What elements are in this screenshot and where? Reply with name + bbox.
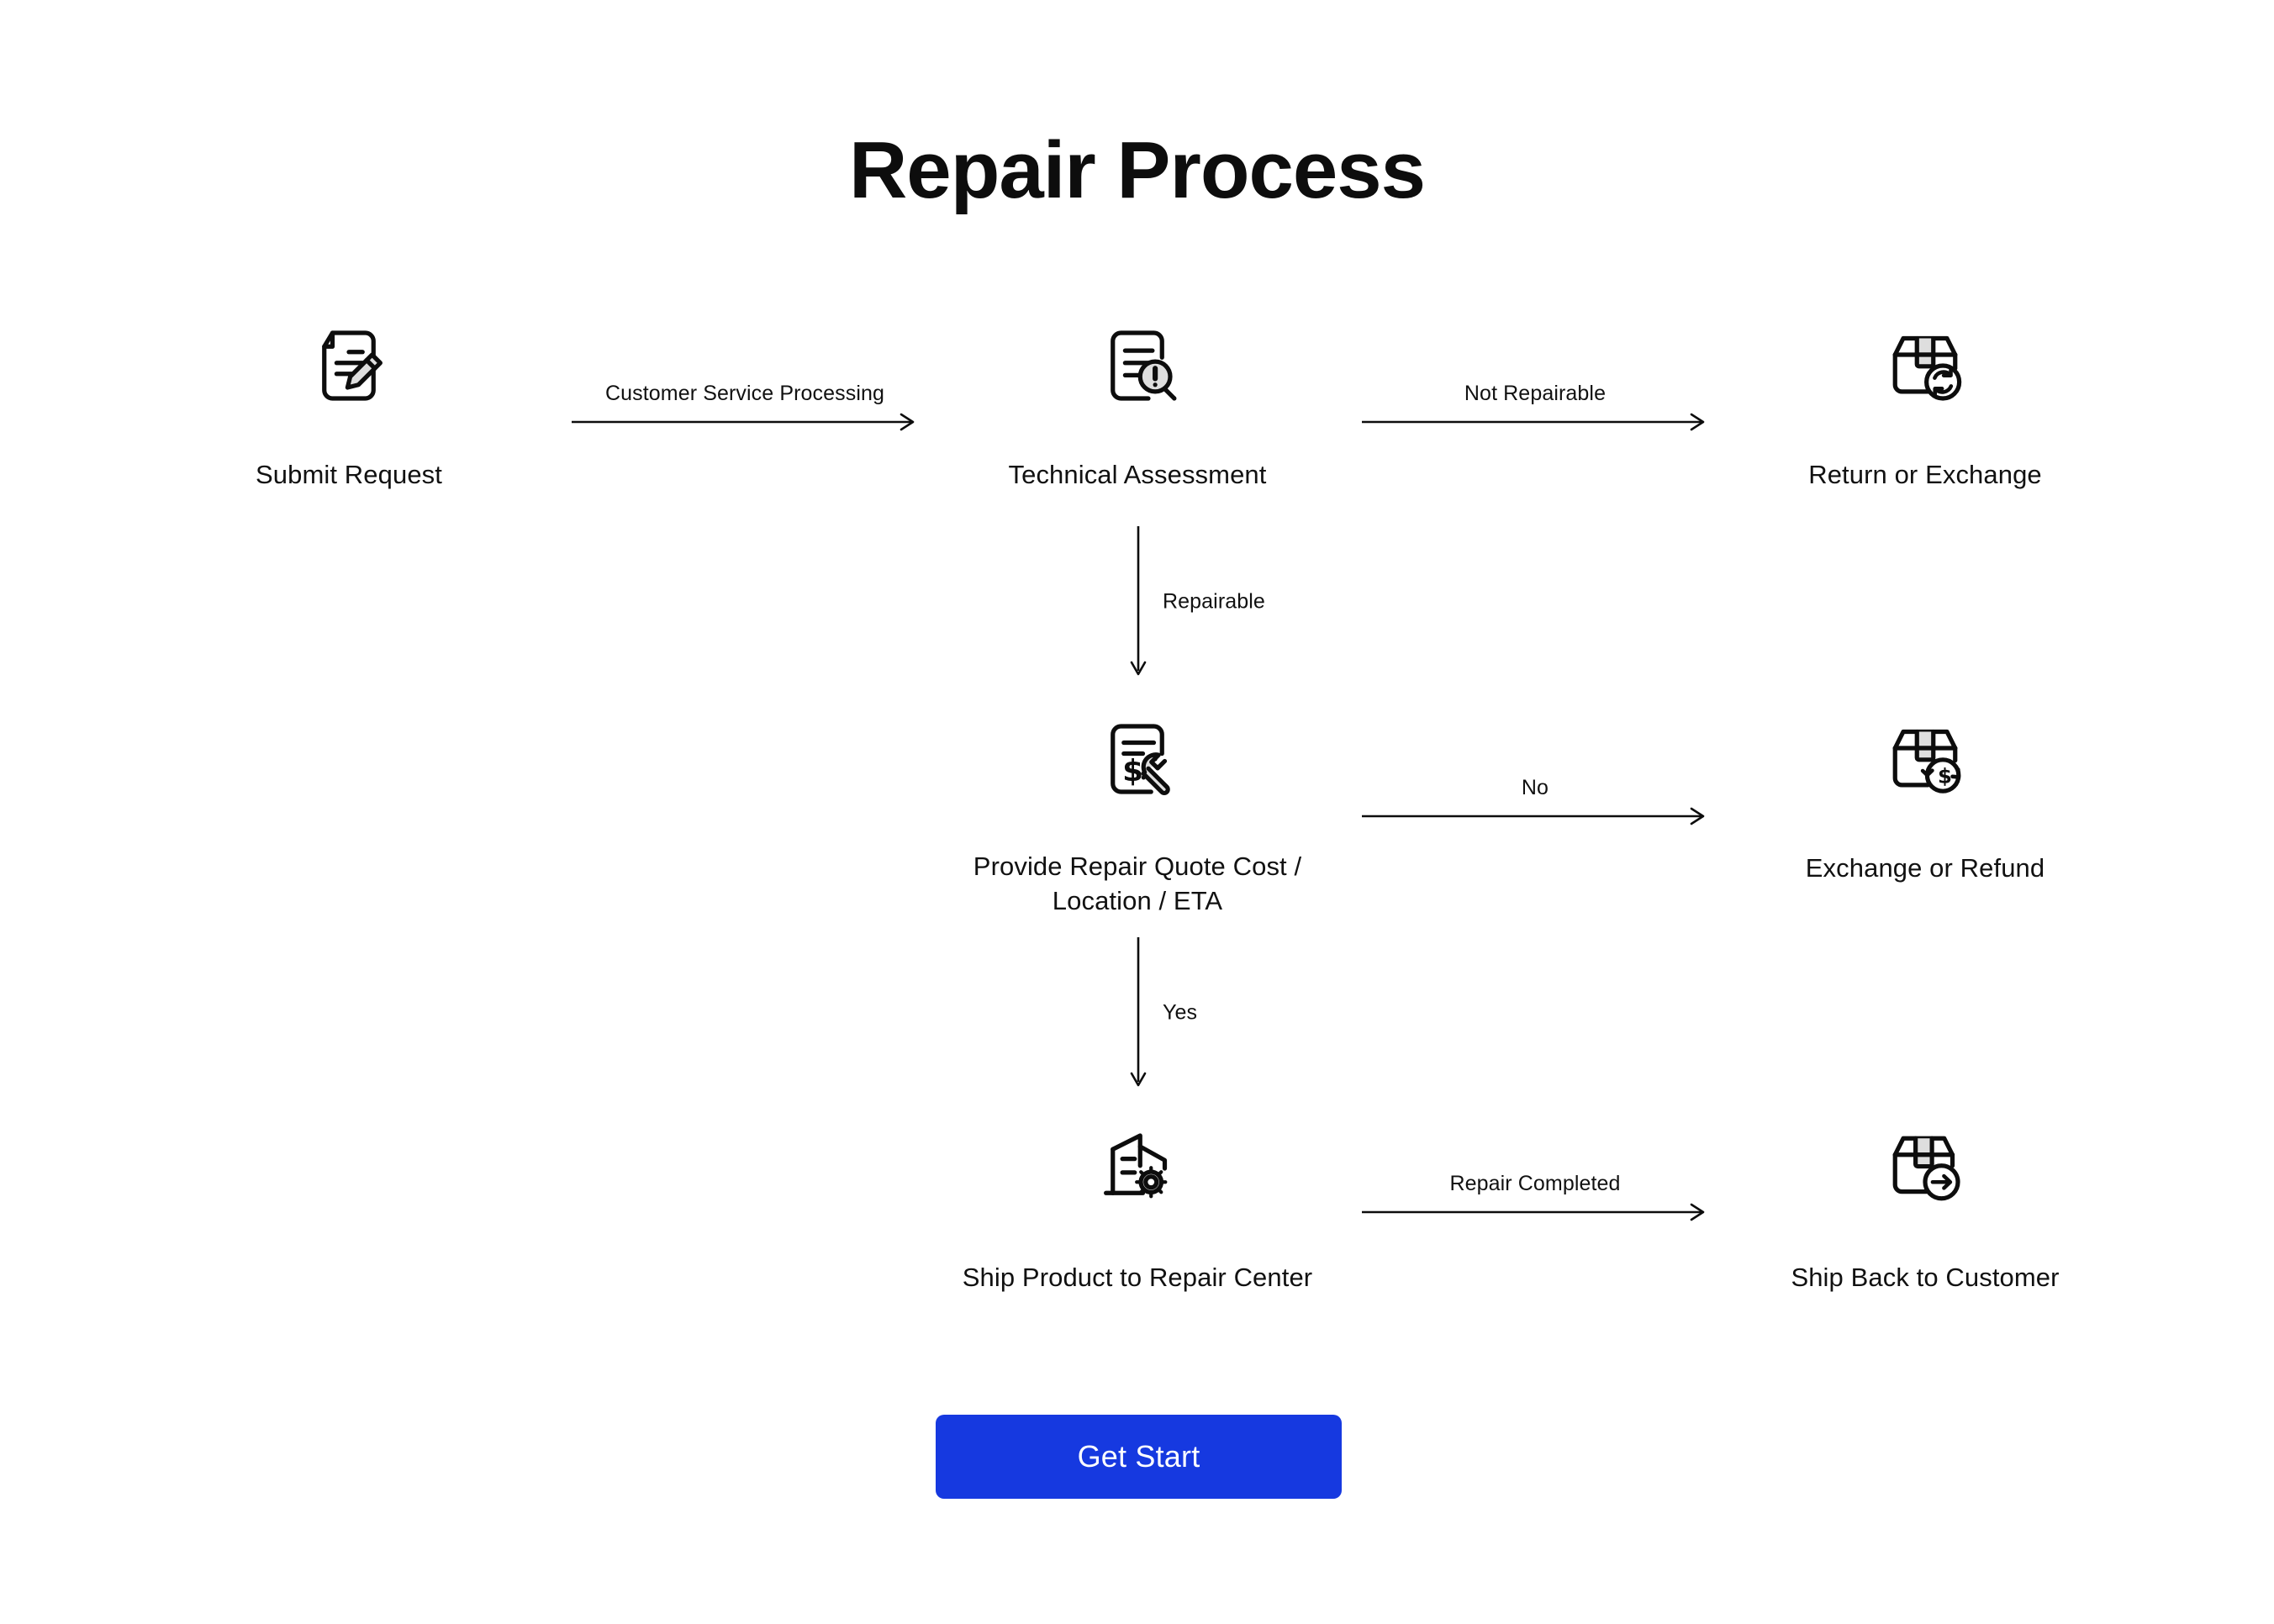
flow-node-label: Technical Assessment xyxy=(1008,460,1267,489)
flow-node-label: Ship Back to Customer xyxy=(1791,1263,2060,1292)
flow-edge-customer-service-processing: Customer Service Processing xyxy=(572,372,918,431)
box-dollar-refund-icon: $ xyxy=(1732,709,2118,809)
arrow-right-icon xyxy=(572,413,918,431)
flow-node-label: Provide Repair Quote Cost / Location / E… xyxy=(944,850,1331,919)
flow-edge-no: No xyxy=(1362,767,1708,825)
box-refresh-icon xyxy=(1732,315,2118,416)
document-magnifier-alert-icon xyxy=(944,315,1331,416)
flow-node-technical-assessment[interactable]: Technical Assessment xyxy=(944,315,1331,493)
flow-edge-yes: Yes xyxy=(1129,937,1247,1089)
arrow-right-icon xyxy=(1362,807,1708,825)
flow-node-label: Ship Product to Repair Center xyxy=(962,1263,1313,1292)
arrow-down-icon xyxy=(1129,937,1148,1089)
svg-text:$: $ xyxy=(1938,763,1952,788)
flow-edge-repair-completed: Repair Completed xyxy=(1362,1163,1708,1221)
flow-edge-repairable: Repairable xyxy=(1129,526,1265,678)
arrow-right-icon xyxy=(1362,413,1708,431)
flow-node-repair-quote[interactable]: $ Provide Repair Quote Cost / Location /… xyxy=(944,709,1331,919)
flow-edge-label: Yes xyxy=(1163,1000,1198,1025)
document-pencil-icon xyxy=(156,315,542,416)
flow-node-label: Submit Request xyxy=(256,460,442,489)
flow-edge-label: Repair Completed xyxy=(1449,1172,1621,1195)
flow-node-ship-back-to-customer[interactable]: Ship Back to Customer xyxy=(1732,1118,2118,1295)
flow-edge-label: Customer Service Processing xyxy=(605,382,884,405)
flow-node-label-line1: Provide Repair Quote Cost / xyxy=(973,852,1302,881)
flow-node-label: Exchange or Refund xyxy=(1805,853,2045,883)
page-title: Repair Process xyxy=(848,125,1426,215)
factory-gear-icon xyxy=(944,1118,1331,1219)
flow-node-ship-to-repair-center[interactable]: Ship Product to Repair Center xyxy=(944,1118,1331,1295)
flow-edge-label: No xyxy=(1521,776,1549,799)
flow-node-submit-request[interactable]: Submit Request xyxy=(156,315,542,493)
flow-node-exchange-or-refund[interactable]: $ Exchange or Refund xyxy=(1732,709,2118,886)
flow-node-return-or-exchange[interactable]: Return or Exchange xyxy=(1732,315,2118,493)
arrow-right-icon xyxy=(1362,1203,1708,1221)
flow-edge-label: Not Repairable xyxy=(1464,382,1607,405)
flow-edge-not-repairable: Not Repairable xyxy=(1362,372,1708,431)
box-arrow-right-icon xyxy=(1732,1118,2118,1219)
arrow-down-icon xyxy=(1129,526,1148,678)
get-start-button[interactable]: Get Start xyxy=(936,1415,1342,1499)
flow-node-label-line2: Location / ETA xyxy=(1052,885,1223,915)
flow-edge-label: Repairable xyxy=(1163,589,1265,614)
svg-text:$: $ xyxy=(1122,754,1143,788)
flow-node-label: Return or Exchange xyxy=(1808,460,2042,489)
document-dollar-wrench-icon: $ xyxy=(944,709,1331,809)
